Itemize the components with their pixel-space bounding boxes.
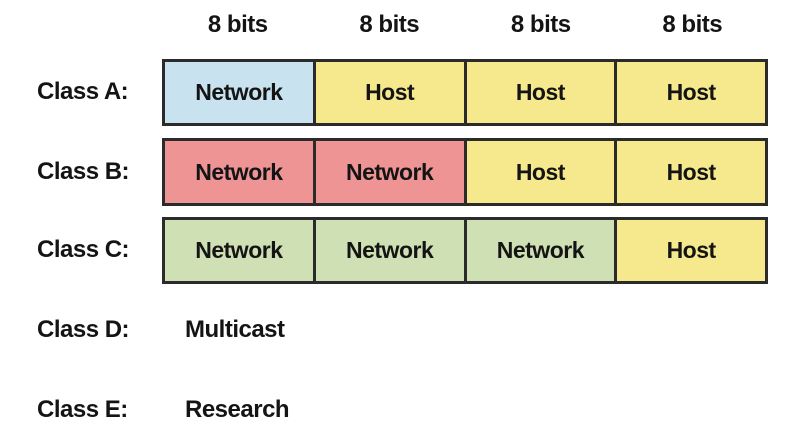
bits-header-row: 8 bits 8 bits 8 bits 8 bits (162, 11, 768, 39)
bit-label-octet-2: 8 bits (359, 11, 420, 38)
class-a-octet-1-cell: Network (165, 62, 313, 123)
class-b-octet-1-cell: Network (165, 141, 313, 203)
bit-label-octet-4: 8 bits (662, 11, 723, 38)
class-c-row: Network Network Network Host (162, 217, 768, 284)
bit-label-octet-1: 8 bits (207, 11, 268, 38)
class-b-octet-3-cell: Host (463, 141, 615, 203)
class-a-octet-3-cell: Host (463, 62, 615, 123)
class-c-octet-1-cell: Network (165, 220, 313, 281)
class-c-octet-2-cell: Network (312, 220, 464, 281)
class-d-value: Multicast (185, 316, 285, 343)
class-b-row: Network Network Host Host (162, 138, 768, 206)
class-c-label: Class C: (37, 236, 130, 263)
bit-label-octet-3: 8 bits (510, 11, 571, 38)
class-a-label: Class A: (37, 78, 129, 105)
class-a-octet-4-cell: Host (614, 62, 765, 123)
class-b-octet-2-cell: Network (312, 141, 464, 203)
class-d-label: Class D: (37, 316, 130, 343)
class-c-octet-3-cell: Network (463, 220, 615, 281)
class-a-row: Network Host Host Host (162, 59, 768, 126)
class-b-label: Class B: (37, 158, 130, 185)
class-e-value: Research (185, 396, 290, 423)
class-e-label: Class E: (37, 396, 128, 423)
class-a-octet-2-cell: Host (312, 62, 464, 123)
class-c-octet-4-cell: Host (614, 220, 765, 281)
class-b-octet-4-cell: Host (614, 141, 765, 203)
